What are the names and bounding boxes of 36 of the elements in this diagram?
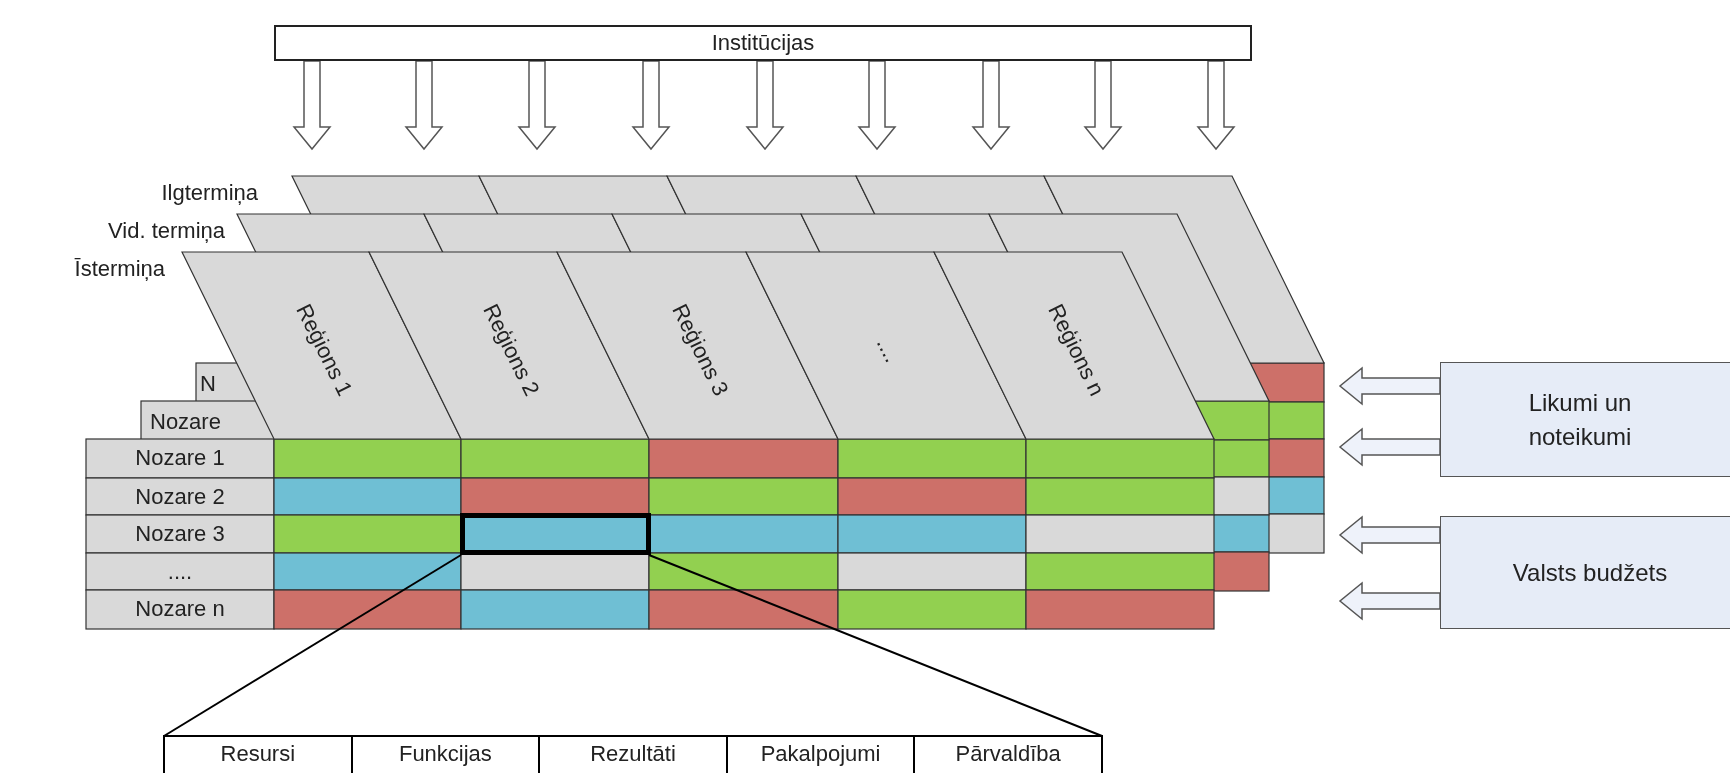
table-cell: Pakalpojumi xyxy=(727,737,916,773)
block-arrow xyxy=(404,60,444,151)
layer-label: Ilgtermiņa xyxy=(161,182,258,204)
block-arrow xyxy=(745,60,785,151)
input-box: Valsts budžets xyxy=(1440,516,1730,629)
row-label: N xyxy=(200,373,216,395)
block-arrow xyxy=(1338,366,1441,406)
block-arrow xyxy=(1338,515,1441,555)
table-cell: Funkcijas xyxy=(352,737,541,773)
row-label: .... xyxy=(167,561,193,583)
column-header: .... xyxy=(872,334,904,366)
breakdown-table xyxy=(163,735,1103,773)
block-arrow xyxy=(971,60,1011,151)
leader-line xyxy=(648,554,1103,737)
layer-label: Vid. termiņa xyxy=(108,220,225,242)
row-label: Nozare 3 xyxy=(135,523,225,545)
table-cell-text: Pārvaldība xyxy=(954,740,1062,768)
table-cell: Resursi xyxy=(165,737,353,773)
block-arrow xyxy=(1083,60,1123,151)
layer-label: Īstermiņa xyxy=(74,258,165,280)
row-label: Nozare n xyxy=(135,598,225,620)
leader-line xyxy=(163,554,462,737)
institutions-bar: Institūcijas xyxy=(274,25,1252,61)
row-label: Nozare 1 xyxy=(135,447,225,469)
block-arrow xyxy=(292,60,332,151)
block-arrow xyxy=(1196,60,1236,151)
row-label: Nozare 2 xyxy=(135,486,225,508)
block-arrow xyxy=(517,60,557,151)
table-cell: Rezultāti xyxy=(540,737,728,773)
input-box: Likumi un noteikumi xyxy=(1440,362,1730,477)
block-arrow xyxy=(1338,581,1441,621)
block-arrow xyxy=(1338,427,1441,467)
block-arrow xyxy=(857,60,897,151)
highlighted-cell xyxy=(460,513,651,555)
block-arrow xyxy=(631,60,671,151)
row-label: Nozare xyxy=(150,411,221,433)
